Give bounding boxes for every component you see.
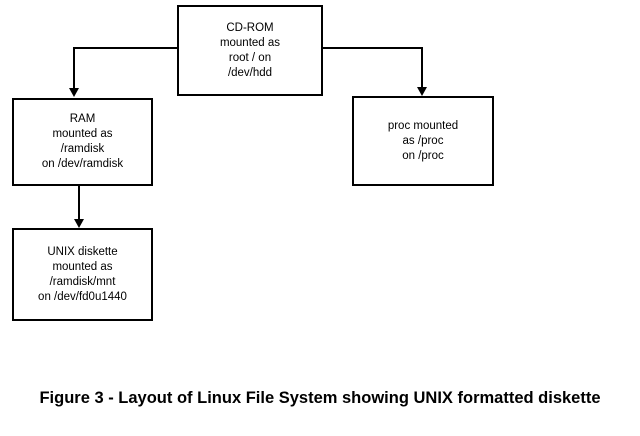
node-ram: RAM mounted as /ramdisk on /dev/ramdisk: [12, 98, 153, 186]
node-cdrom-line-3: root / on: [228, 51, 272, 64]
edge-ram-to-unix-vertical: [78, 186, 80, 220]
node-unix-diskette: UNIX diskette mounted as /ramdisk/mnt on…: [12, 228, 153, 321]
node-cdrom-line-2: mounted as: [219, 36, 281, 49]
node-ram-line-3: /ramdisk: [60, 143, 105, 155]
node-cdrom-line-4: /dev/hdd: [227, 66, 273, 79]
edge-cdrom-to-proc-vertical: [421, 47, 423, 89]
node-ram-line-1: RAM: [69, 113, 96, 125]
edge-cdrom-to-proc-horizontal: [321, 47, 423, 49]
node-proc: proc mounted as /proc on /proc: [352, 96, 494, 186]
arrowhead-ram-to-unix-icon: [74, 219, 84, 228]
node-ram-line-2: mounted as: [52, 128, 113, 140]
figure-caption: Figure 3 - Layout of Linux File System s…: [39, 389, 601, 407]
edge-cdrom-to-ram-horizontal: [73, 47, 179, 49]
arrowhead-cdrom-to-ram-icon: [69, 88, 79, 97]
node-proc-line-2: as /proc: [402, 134, 444, 147]
node-unix-line-3: /ramdisk/mnt: [49, 275, 116, 288]
node-unix-line-2: mounted as: [52, 260, 113, 273]
node-cdrom-line-1: CD-ROM: [226, 21, 274, 34]
node-proc-line-3: on /proc: [402, 149, 444, 162]
edge-cdrom-to-ram-vertical: [73, 47, 75, 91]
node-unix-line-1: UNIX diskette: [47, 245, 118, 258]
node-ram-line-4: on /dev/ramdisk: [41, 158, 124, 170]
node-proc-line-1: proc mounted: [387, 119, 459, 132]
node-cdrom: CD-ROM mounted as root / on /dev/hdd: [177, 5, 323, 96]
node-unix-line-4: on /dev/fd0u1440: [38, 290, 127, 303]
arrowhead-cdrom-to-proc-icon: [417, 87, 427, 96]
